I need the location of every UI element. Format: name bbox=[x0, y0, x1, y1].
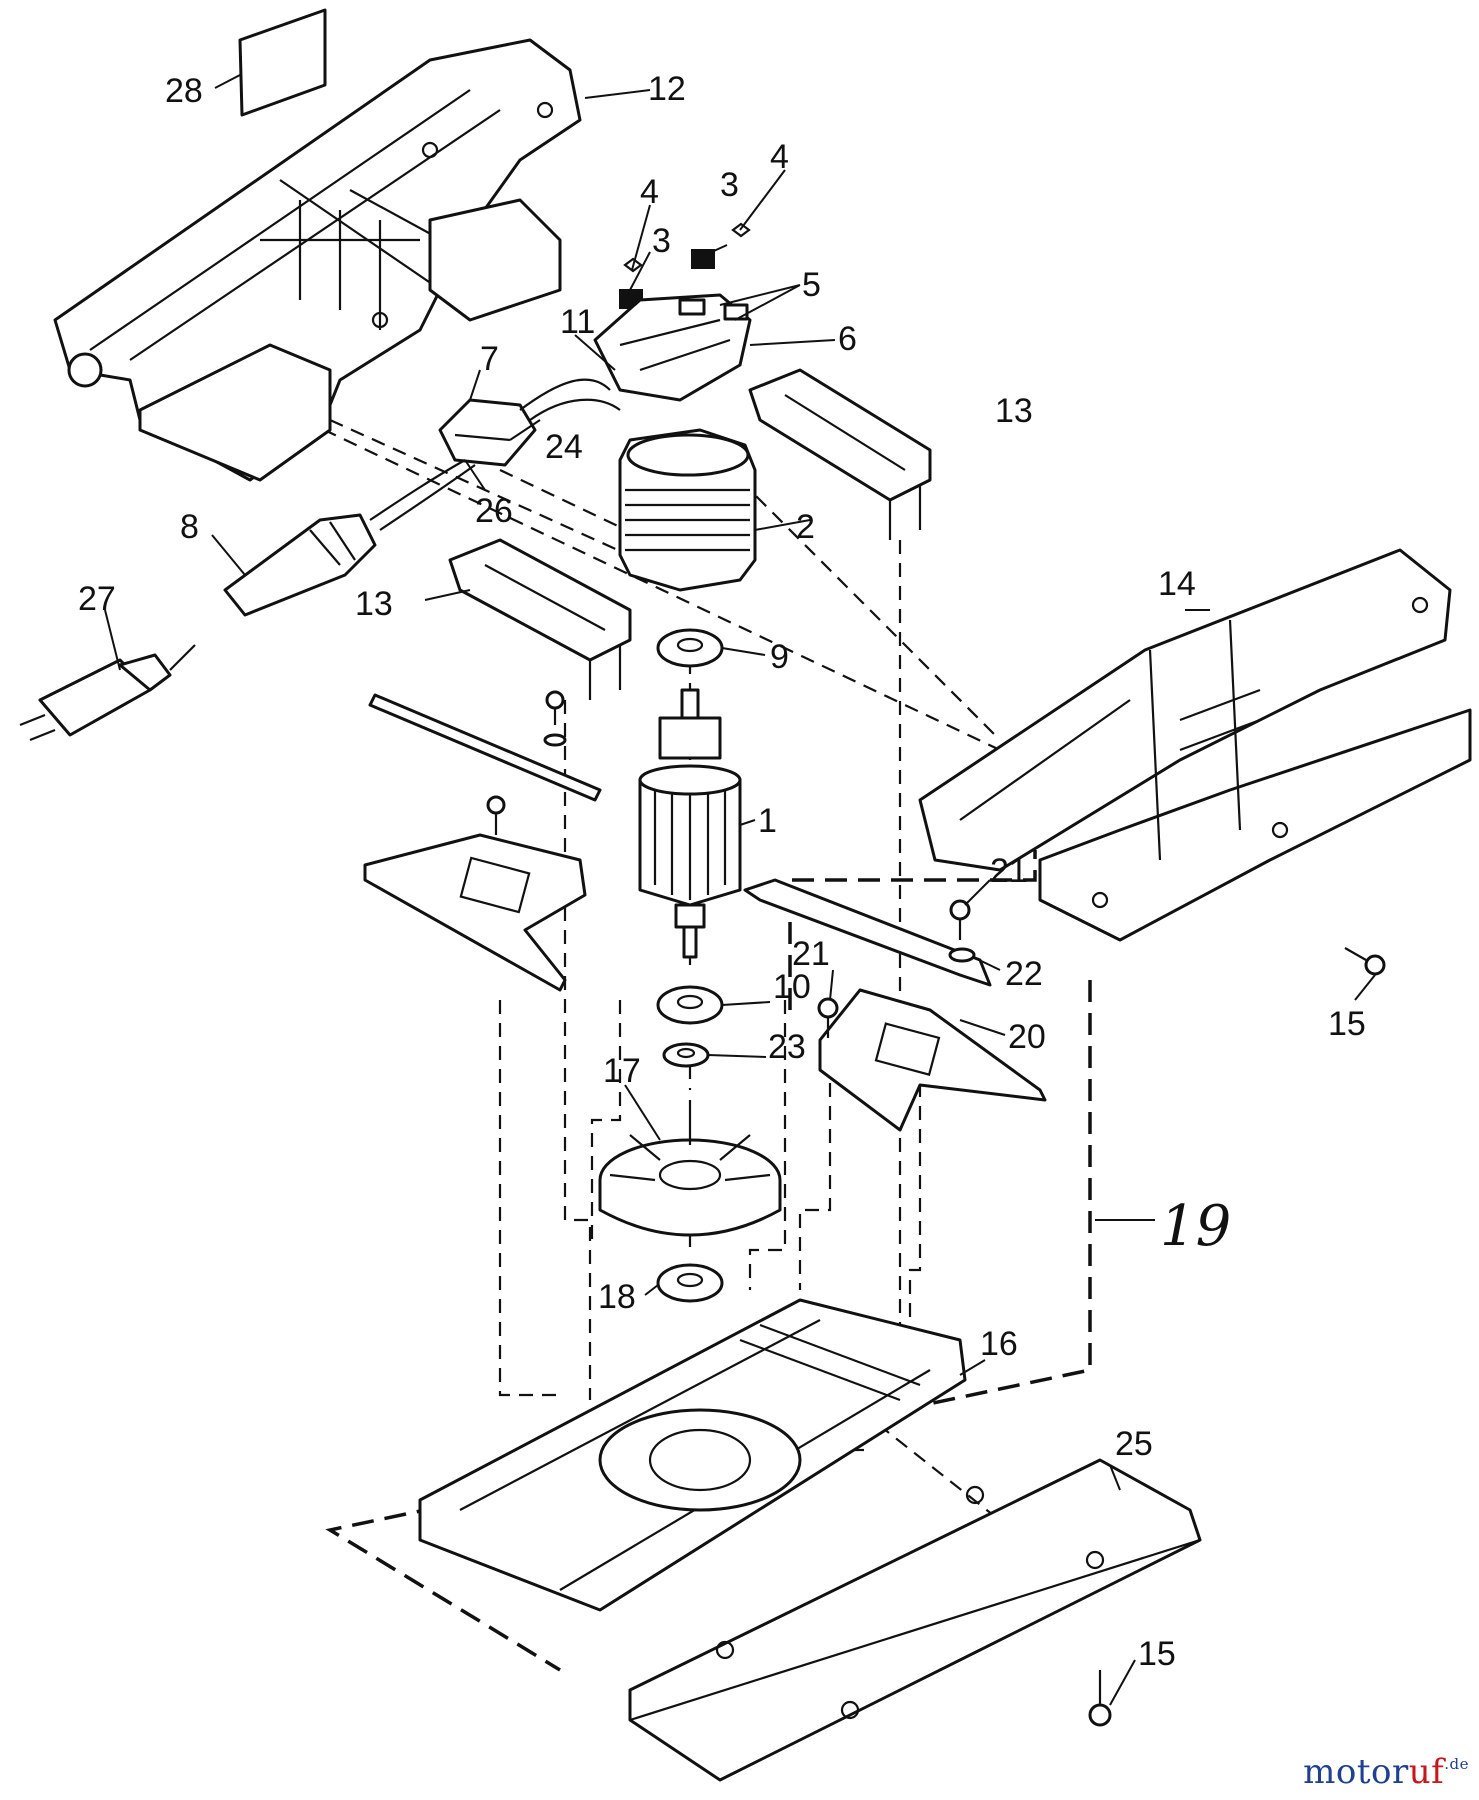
part-2-field-stator bbox=[618, 428, 757, 592]
callout-13b: 13 bbox=[355, 585, 393, 623]
watermark-suffix: .de bbox=[1444, 1755, 1469, 1773]
callout-18: 18 bbox=[598, 1278, 636, 1316]
part-1-armature bbox=[638, 688, 742, 959]
part-16-base bbox=[418, 1298, 967, 1612]
part-3-brushes-and-part-4-springs bbox=[619, 222, 751, 309]
callout-3a: 3 bbox=[652, 222, 671, 260]
screw-left-upper bbox=[543, 690, 567, 747]
callout-25: 25 bbox=[1115, 1425, 1153, 1463]
callout-15a: 15 bbox=[1328, 1005, 1366, 1043]
callout-27: 27 bbox=[78, 580, 116, 618]
callout-8: 8 bbox=[180, 508, 199, 546]
part-12-housing-left bbox=[53, 38, 582, 482]
callout-13a: 13 bbox=[995, 392, 1033, 430]
callout-10: 10 bbox=[773, 968, 811, 1006]
callout-23: 23 bbox=[768, 1028, 806, 1066]
part-23-washer bbox=[662, 1042, 710, 1068]
callout-11: 11 bbox=[560, 303, 595, 341]
callout-1: 1 bbox=[758, 802, 777, 840]
callout-17: 17 bbox=[603, 1052, 641, 1090]
callout-5: 5 bbox=[802, 266, 821, 304]
spring-plate-left bbox=[363, 693, 602, 992]
callout-4b: 4 bbox=[770, 138, 789, 176]
part-6-brush-holder bbox=[593, 293, 752, 402]
callout-21b: 21 bbox=[792, 935, 830, 973]
part-9-bearing bbox=[656, 628, 724, 668]
watermark-accent: uf bbox=[1408, 1752, 1445, 1792]
spring-plate-right bbox=[743, 878, 1047, 1132]
part-22-washer bbox=[948, 947, 976, 963]
part-28-label-plate bbox=[238, 8, 327, 117]
callout-4a: 4 bbox=[640, 173, 659, 211]
part-13-support-upper bbox=[748, 368, 932, 540]
callout-21a: 21 bbox=[990, 852, 1028, 890]
part-15-screw-right bbox=[1344, 947, 1386, 976]
callout-16: 16 bbox=[980, 1325, 1018, 1363]
watermark-main: motor bbox=[1303, 1752, 1409, 1792]
watermark-logo: motoruf.de bbox=[1303, 1752, 1469, 1792]
callout-22: 22 bbox=[1005, 955, 1043, 993]
part-21-screw-lower bbox=[817, 997, 839, 1038]
part-18-bearing bbox=[656, 1263, 724, 1303]
callout-24: 24 bbox=[545, 428, 583, 466]
callout-20: 20 bbox=[1008, 1018, 1046, 1056]
assembly-label-19: 19 bbox=[1160, 1194, 1231, 1259]
callout-15b: 15 bbox=[1138, 1635, 1176, 1673]
callout-12: 12 bbox=[648, 70, 686, 108]
callout-3b: 3 bbox=[720, 166, 739, 204]
part-10-bearing bbox=[656, 985, 724, 1025]
callout-28: 28 bbox=[165, 72, 203, 110]
part-17-fan bbox=[598, 1100, 782, 1237]
callout-7: 7 bbox=[480, 340, 499, 378]
callout-6: 6 bbox=[838, 320, 857, 358]
callout-26: 26 bbox=[475, 492, 513, 530]
part-27-plug bbox=[19, 644, 196, 742]
leader-lines bbox=[104, 74, 1376, 1706]
part-15-screw-bottom bbox=[1088, 1670, 1112, 1727]
screw-left-lower bbox=[486, 795, 506, 835]
callout-14: 14 bbox=[1158, 565, 1196, 603]
part-21-screw-upper bbox=[949, 899, 971, 940]
callout-9: 9 bbox=[770, 638, 789, 676]
part-25-pad bbox=[628, 1458, 1202, 1782]
part-13-support-lower bbox=[448, 538, 632, 700]
callout-labels: 28 12 4 3 4 3 5 6 11 7 24 13 26 2 8 27 1… bbox=[78, 70, 1366, 1673]
part-8-cord-guard bbox=[223, 513, 377, 617]
callout-2: 2 bbox=[796, 508, 815, 546]
part-14-housing-right bbox=[918, 548, 1472, 942]
